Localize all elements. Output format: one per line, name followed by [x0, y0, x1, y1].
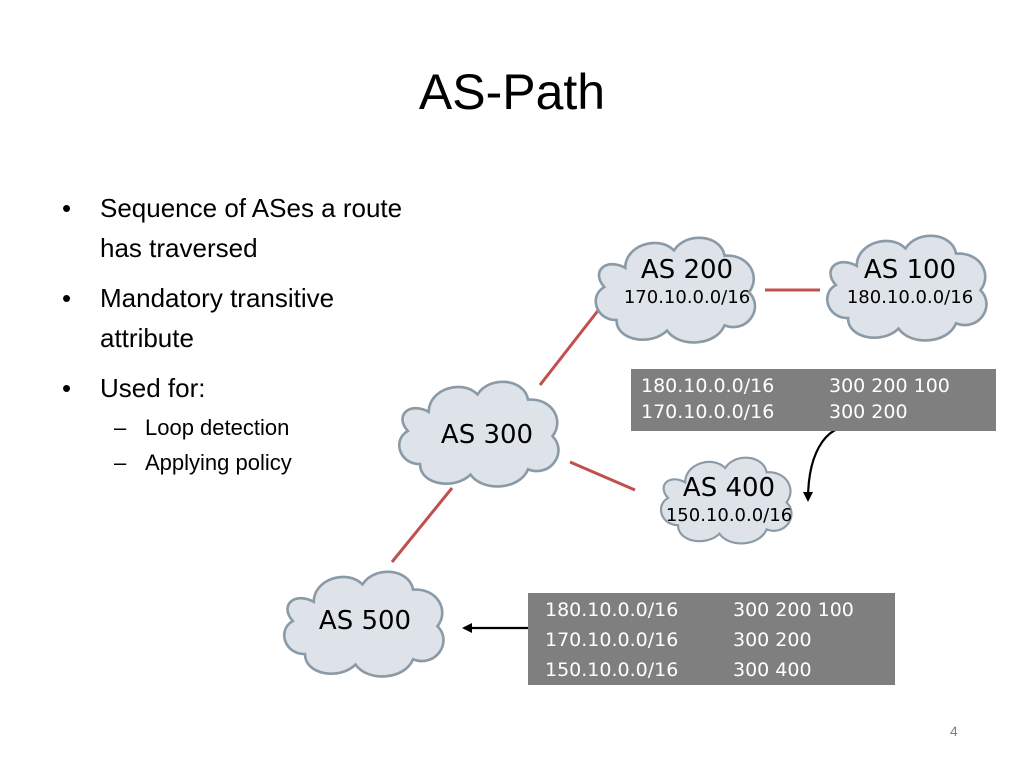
- sub-bullet-item: – Applying policy: [58, 447, 408, 479]
- link-as300-as200: [538, 307, 602, 386]
- table-prefix: 170.10.0.0/16: [545, 629, 679, 651]
- link-as300-as400: [569, 460, 636, 492]
- node-name: AS 200: [640, 255, 734, 285]
- bullet-glyph: •: [62, 193, 72, 223]
- node-prefix: 180.10.0.0/16: [846, 287, 974, 308]
- sub-bullet-item: – Loop detection: [58, 412, 408, 444]
- table-row: 170.10.0.0/16 300 200: [641, 399, 996, 425]
- table-prefix: 150.10.0.0/16: [545, 659, 679, 681]
- table-row: 170.10.0.0/16 300 200: [545, 625, 895, 655]
- table-row: 150.10.0.0/16 300 400: [545, 655, 895, 685]
- table-row: 180.10.0.0/16 300 200 100: [545, 595, 895, 625]
- bullet-item: • Used for:: [58, 368, 408, 408]
- node-as500: AS 500: [270, 606, 460, 636]
- node-name: AS 300: [440, 420, 534, 450]
- node-name: AS 100: [863, 255, 957, 285]
- bullet-item: • Mandatory transitive attribute: [58, 278, 408, 358]
- node-name: AS 400: [682, 473, 776, 503]
- table-path: 300 200: [829, 401, 908, 423]
- page-number: 4: [950, 723, 958, 739]
- bullet-text: Used for:: [100, 373, 206, 403]
- node-prefix: 150.10.0.0/16: [665, 505, 793, 526]
- table-path: 300 200: [733, 629, 812, 651]
- bullet-text: Mandatory transitive attribute: [100, 283, 335, 353]
- bullet-text: Sequence of ASes a route has traversed: [100, 193, 403, 263]
- table-prefix: 180.10.0.0/16: [545, 599, 679, 621]
- table-path: 300 200 100: [733, 599, 854, 621]
- node-as400: AS 400 150.10.0.0/16: [634, 473, 824, 527]
- routing-table-as500: 180.10.0.0/16 300 200 100 170.10.0.0/16 …: [528, 593, 895, 685]
- table-path: 300 200 100: [829, 375, 950, 397]
- dash-glyph: –: [114, 415, 127, 440]
- node-as200: AS 200 170.10.0.0/16: [592, 255, 782, 309]
- table-row: 180.10.0.0/16 300 200 100: [641, 373, 996, 399]
- dash-glyph: –: [114, 450, 127, 475]
- table-prefix: 170.10.0.0/16: [641, 401, 775, 423]
- node-as100: AS 100 180.10.0.0/16: [815, 255, 1005, 309]
- table-path: 300 400: [733, 659, 812, 681]
- sub-bullet-text: Applying policy: [145, 450, 292, 475]
- node-name: AS 500: [318, 606, 412, 636]
- bullet-glyph: •: [62, 373, 72, 403]
- table-prefix: 180.10.0.0/16: [641, 375, 775, 397]
- slide-title: AS-Path: [418, 64, 606, 120]
- bullet-list: • Sequence of ASes a route has traversed…: [58, 188, 408, 488]
- bullet-item: • Sequence of ASes a route has traversed: [58, 188, 408, 268]
- node-as300: AS 300: [392, 420, 582, 450]
- node-prefix: 170.10.0.0/16: [623, 287, 751, 308]
- routing-table-as400: 180.10.0.0/16 300 200 100 170.10.0.0/16 …: [631, 369, 996, 431]
- bullet-glyph: •: [62, 283, 72, 313]
- sub-bullet-text: Loop detection: [145, 415, 290, 440]
- link-as300-as500: [390, 487, 454, 563]
